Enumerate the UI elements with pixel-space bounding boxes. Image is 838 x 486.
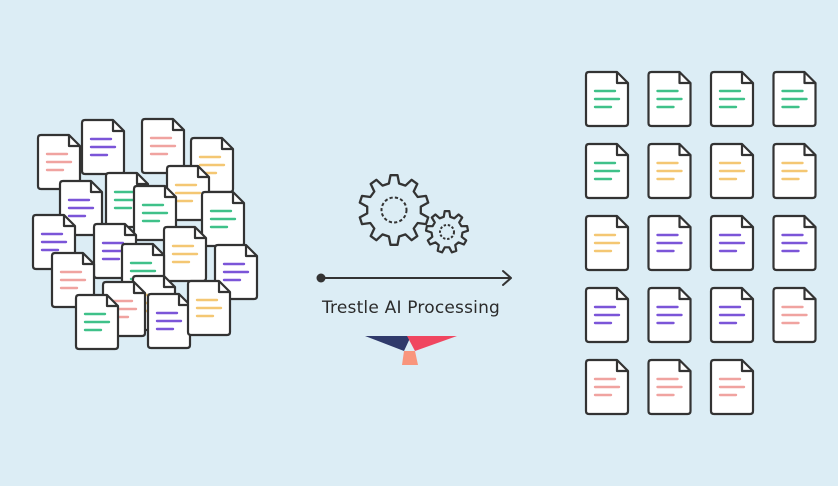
- sorted-document-icon: [709, 142, 755, 200]
- process-label: Trestle AI Processing: [321, 298, 501, 318]
- sorted-document-icon: [709, 214, 755, 272]
- sorted-document-icon: [584, 142, 630, 200]
- sorted-document-icon: [584, 214, 630, 272]
- sorted-document-icon: [584, 286, 630, 344]
- sorted-document-icon: [647, 214, 692, 272]
- unsorted-document-icon: [146, 292, 192, 350]
- sorted-document-icon: [647, 70, 692, 128]
- sorted-document-grid: [584, 70, 817, 416]
- sorted-document-icon: [709, 70, 755, 128]
- sorted-document-icon: [772, 70, 817, 128]
- unsorted-document-icon: [140, 117, 186, 175]
- sorted-document-icon: [647, 142, 692, 200]
- sorted-document-icon: [709, 286, 755, 344]
- sorted-document-icon: [709, 358, 755, 416]
- unsorted-document-icon: [165, 164, 211, 222]
- sorted-document-icon: [647, 286, 692, 344]
- arrow-icon: [316, 270, 512, 286]
- sorted-document-icon: [772, 214, 817, 272]
- unsorted-document-icon: [162, 225, 208, 283]
- unsorted-document-icon: [74, 293, 120, 351]
- unsorted-document-icon: [200, 190, 246, 248]
- unsorted-document-icon: [186, 279, 232, 337]
- sorted-document-icon: [772, 286, 817, 344]
- gear-icon: [358, 174, 430, 246]
- unsorted-document-pile: [31, 117, 259, 351]
- sorted-document-icon: [772, 142, 817, 200]
- trestle-logo-icon: [365, 336, 457, 365]
- process-arrow: [316, 270, 512, 286]
- sorted-document-icon: [584, 70, 630, 128]
- sorted-document-icon: [584, 358, 630, 416]
- gear-icon: [424, 210, 470, 254]
- unsorted-document-icon: [36, 133, 82, 191]
- unsorted-document-icon: [80, 118, 126, 176]
- processing-gears: [358, 174, 470, 254]
- sorted-document-icon: [647, 358, 692, 416]
